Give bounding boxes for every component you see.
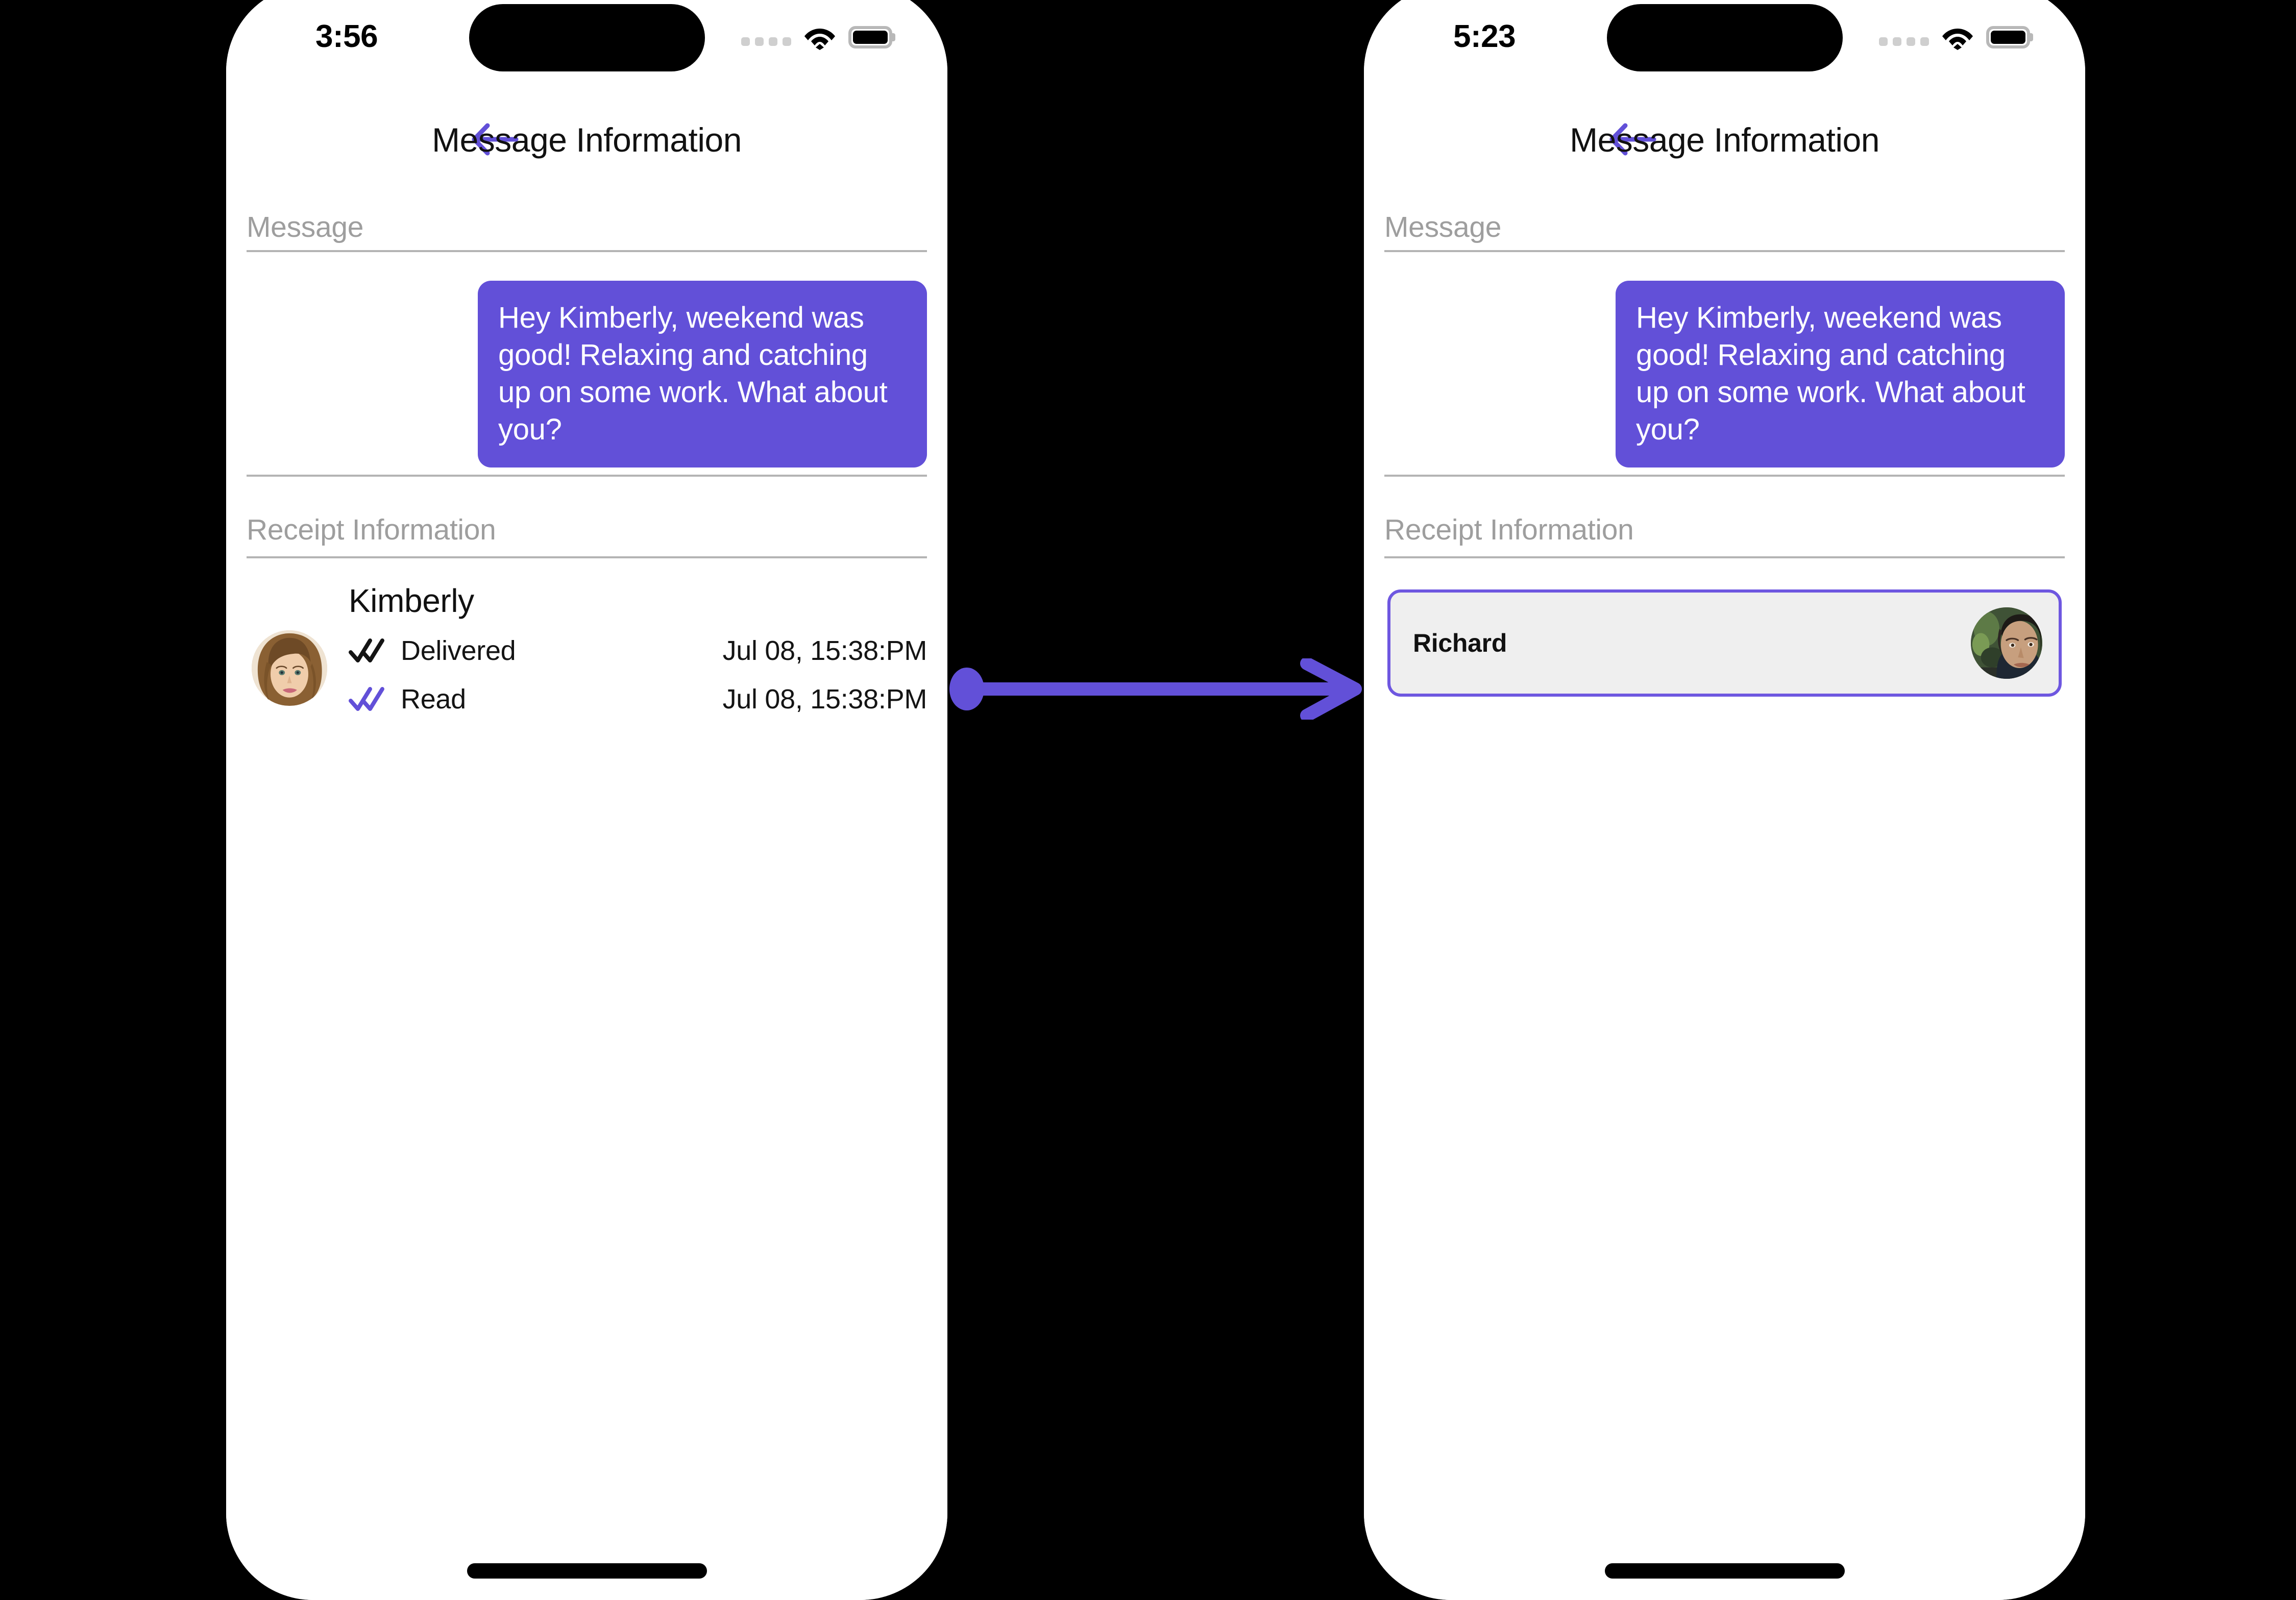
receipt-contact-name: Kimberly <box>349 582 474 619</box>
page-title: Message Information <box>432 121 742 159</box>
message-bubble-row: Hey Kimberly, weekend was good! Relaxing… <box>247 281 927 468</box>
receipt-contact-card-selected[interactable]: Richard <box>1387 589 2062 697</box>
wifi-icon <box>803 24 836 50</box>
divider-message-top <box>247 250 927 252</box>
dynamic-island <box>1606 4 1843 71</box>
status-time: 3:56 <box>315 19 378 54</box>
section-label-message: Message <box>247 211 364 243</box>
nav-bar: Message Information <box>1364 111 2085 167</box>
section-label-receipt: Receipt Information <box>1384 513 1634 546</box>
receipt-status-label: Read <box>401 684 466 715</box>
page-title: Message Information <box>1570 121 1879 159</box>
double-check-icon <box>349 638 384 662</box>
screen-before: 3:56 Message <box>226 0 947 1600</box>
divider-message-bottom <box>247 475 927 477</box>
message-bubble[interactable]: Hey Kimberly, weekend was good! Relaxing… <box>478 281 927 468</box>
double-check-icon <box>349 687 384 711</box>
status-icons <box>741 24 892 50</box>
receipt-block: Kimberly <box>226 582 947 766</box>
divider-receipt <box>1384 556 2065 558</box>
battery-icon <box>848 26 892 48</box>
status-bar: 5:23 <box>1364 0 2085 74</box>
receipt-row-read: Read Jul 08, 15:38:PM <box>349 679 927 720</box>
dynamic-island <box>469 4 705 71</box>
status-time: 5:23 <box>1453 19 1516 54</box>
battery-icon <box>1986 26 2030 48</box>
content-area: Message Hey Kimberly, weekend was good! … <box>1364 179 2085 1600</box>
phone-frame-after: 5:23 Message Infor <box>1364 0 2085 1600</box>
message-bubble[interactable]: Hey Kimberly, weekend was good! Relaxing… <box>1616 281 2065 468</box>
message-bubble-row: Hey Kimberly, weekend was good! Relaxing… <box>1384 281 2065 468</box>
status-bar: 3:56 <box>226 0 947 74</box>
receipt-contact-name: Richard <box>1413 629 1507 657</box>
divider-message-top <box>1384 250 2065 252</box>
nav-bar: Message Information <box>226 111 947 167</box>
cellular-dots-icon <box>1879 37 1929 46</box>
screen-after: 5:23 Message Infor <box>1364 0 2085 1600</box>
home-indicator[interactable] <box>467 1563 707 1579</box>
avatar-richard <box>1971 607 2042 679</box>
content-area: Message Hey Kimberly, weekend was good! … <box>226 179 947 1600</box>
wifi-icon <box>1941 24 1974 50</box>
receipt-row-delivered: Delivered Jul 08, 15:38:PM <box>349 630 927 671</box>
divider-message-bottom <box>1384 475 2065 477</box>
phone-frame-before: 3:56 Message <box>226 0 947 1600</box>
home-indicator[interactable] <box>1604 1563 1845 1579</box>
cellular-dots-icon <box>741 37 791 46</box>
avatar-kimberly <box>252 630 327 706</box>
status-icons <box>1879 24 2030 50</box>
section-label-receipt: Receipt Information <box>247 513 496 546</box>
divider-receipt <box>247 556 927 558</box>
receipt-timestamp: Jul 08, 15:38:PM <box>722 684 927 715</box>
back-arrow-icon[interactable] <box>1605 116 1661 162</box>
back-arrow-icon[interactable] <box>467 116 523 162</box>
section-label-message: Message <box>1384 211 1502 243</box>
receipt-status-label: Delivered <box>401 635 516 666</box>
receipt-timestamp: Jul 08, 15:38:PM <box>722 635 927 666</box>
flow-arrow <box>949 658 1368 720</box>
